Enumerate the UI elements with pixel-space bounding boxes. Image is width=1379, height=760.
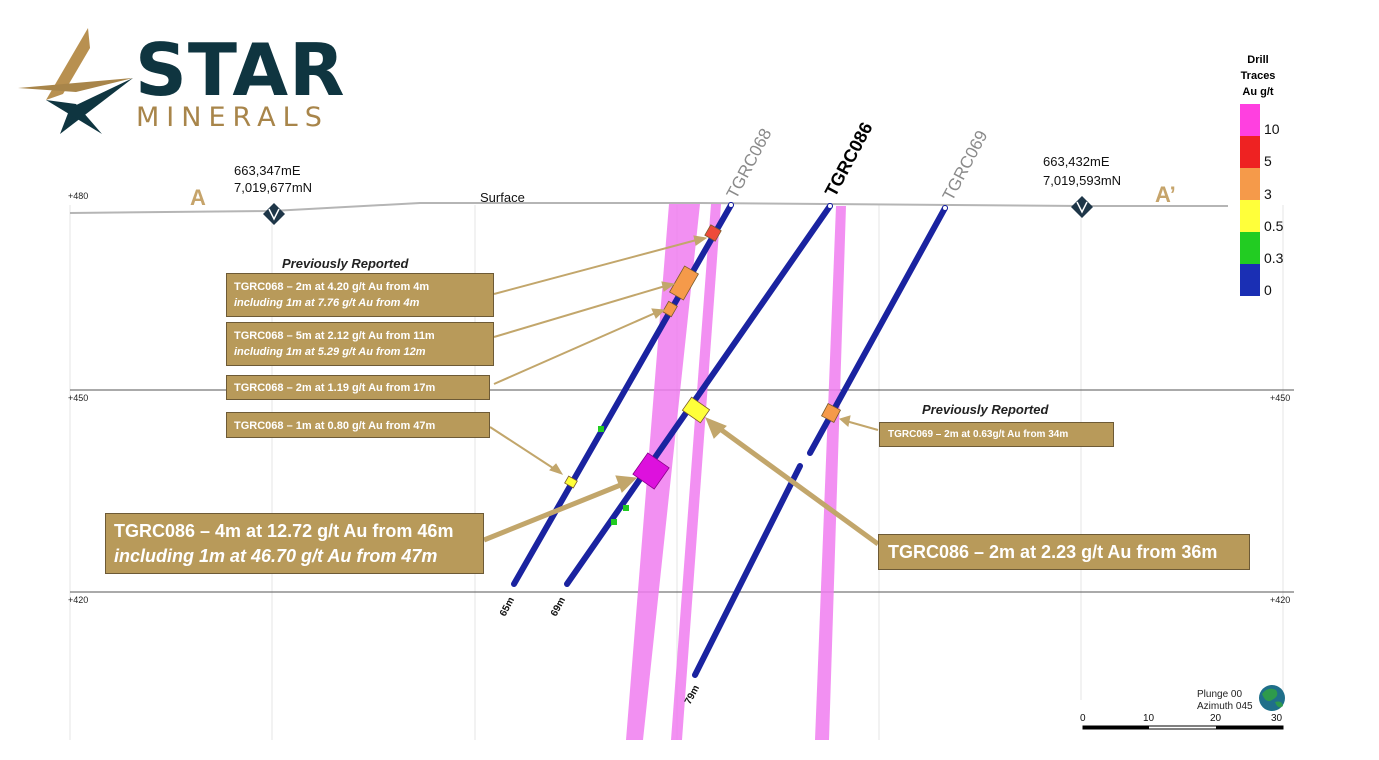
section-start-northing: 7,019,677mN <box>234 180 312 195</box>
intercept-069-text: TGRC069 – 2m at 0.63g/t Au from 34m <box>888 429 1069 440</box>
intercept-box-068-d: TGRC068 – 1m at 0.80 g/t Au from 47m <box>226 412 490 438</box>
legend-swatch-3 <box>1240 168 1260 200</box>
scale-tick-10: 10 <box>1143 713 1155 724</box>
intercept-068-b-line2: including 1m at 5.29 g/t Au from 12m <box>234 346 426 358</box>
section-start-easting: 663,347mE <box>234 163 301 178</box>
previously-reported-left: Previously Reported <box>282 256 409 271</box>
surface-label: Surface <box>480 190 525 205</box>
globe-icon <box>1259 685 1285 711</box>
hole-label-tgrc086: TGRC086 <box>821 119 877 200</box>
interval-068-b <box>669 265 699 301</box>
drill-trace-tgrc086 <box>564 203 833 587</box>
mineralised-zone-east <box>815 206 846 740</box>
depth-label-tgrc086: 69m <box>549 595 568 618</box>
legend-title-line2: Traces <box>1240 70 1276 82</box>
section-end-northing: 7,019,593mN <box>1043 173 1121 188</box>
collar-tgrc068 <box>728 202 734 208</box>
legend-label-0-5: 0.5 <box>1264 218 1284 234</box>
scale-tick-30: 30 <box>1271 713 1283 724</box>
intercept-box-086-main: TGRC086 – 4m at 12.72 g/t Au from 46m in… <box>105 513 484 574</box>
intercept-box-068-b: TGRC068 – 5m at 2.12 g/t Au from 11m inc… <box>226 322 494 366</box>
legend-swatch-10 <box>1240 104 1260 136</box>
elevation-label-bottom-left: +420 <box>68 595 88 605</box>
elevation-label-mid-left: +450 <box>68 393 88 403</box>
plunge-label: Plunge 00 <box>1197 689 1242 700</box>
intercept-068-b-line1: TGRC068 – 5m at 2.12 g/t Au from 11m <box>234 330 435 342</box>
depth-label-tgrc068: 65m <box>498 595 517 618</box>
intercept-box-086-second: TGRC086 – 2m at 2.23 g/t Au from 36m <box>878 534 1250 570</box>
interval-086-green-a <box>623 505 629 511</box>
azimuth-label: Azimuth 045 <box>1197 701 1253 712</box>
logo-wordmark-minerals: MINERALS <box>136 102 329 133</box>
interval-069 <box>820 402 842 424</box>
intercept-068-a-line1: TGRC068 – 2m at 4.20 g/t Au from 4m <box>234 281 430 293</box>
callout-arrows <box>483 235 880 547</box>
section-end-label: A’ <box>1155 182 1176 207</box>
intercept-086-main-line2: including 1m at 46.70 g/t Au from 47m <box>114 546 438 566</box>
elevation-label-bottom-right: +420 <box>1270 595 1290 605</box>
star-minerals-logo-icon <box>18 28 133 134</box>
section-start-label: A <box>190 185 206 210</box>
legend-swatch-0-5 <box>1240 200 1260 232</box>
legend-label-5: 5 <box>1264 153 1272 169</box>
intercept-box-068-c: TGRC068 – 2m at 1.19 g/t Au from 17m <box>226 375 490 400</box>
interval-068-a <box>704 224 722 242</box>
interval-086-green-b <box>611 519 617 525</box>
scale-bar <box>1082 725 1284 730</box>
drill-trace-tgrc069-lower <box>692 463 803 678</box>
legend-title-line3: Au g/t <box>1242 86 1274 98</box>
interval-086-main <box>632 452 670 490</box>
intercept-box-069: TGRC069 – 2m at 0.63g/t Au from 34m <box>879 422 1114 447</box>
interval-086-second <box>681 396 711 424</box>
collar-tgrc086 <box>827 203 833 209</box>
legend-title: Drill Traces Au g/t <box>1228 52 1288 100</box>
section-marker-start-icon <box>263 203 285 225</box>
interval-068-c <box>662 300 678 318</box>
intercept-086-second-text: TGRC086 – 2m at 2.23 g/t Au from 36m <box>888 542 1218 562</box>
previously-reported-right: Previously Reported <box>922 402 1049 417</box>
intercept-box-068-a: TGRC068 – 2m at 4.20 g/t Au from 4m incl… <box>226 273 494 317</box>
intercept-086-main-line1: TGRC086 – 4m at 12.72 g/t Au from 46m <box>114 521 454 541</box>
legend-label-3: 3 <box>1264 186 1272 202</box>
grade-intervals <box>564 224 842 525</box>
legend-label-0: 0 <box>1264 282 1272 298</box>
intercept-068-a-line2: including 1m at 7.76 g/t Au from 4m <box>234 297 420 309</box>
hole-label-tgrc068: TGRC068 <box>723 125 776 201</box>
legend-swatch-0 <box>1240 264 1260 296</box>
scale-tick-0: 0 <box>1080 713 1086 724</box>
elevation-label-top-left: +480 <box>68 191 88 201</box>
drill-trace-tgrc068 <box>511 202 734 587</box>
intercept-068-c-text: TGRC068 – 2m at 1.19 g/t Au from 17m <box>234 382 436 394</box>
legend-swatch-0-3 <box>1240 232 1260 264</box>
elevation-label-mid-right: +450 <box>1270 393 1290 403</box>
interval-068-green <box>598 426 604 432</box>
legend-title-line1: Drill <box>1247 54 1269 66</box>
legend-swatch-5 <box>1240 136 1260 168</box>
mineralised-zone-thin <box>671 204 721 740</box>
legend-label-10: 10 <box>1264 121 1280 137</box>
legend-label-0-3: 0.3 <box>1264 250 1284 266</box>
interval-068-d <box>564 475 578 489</box>
scale-tick-20: 20 <box>1210 713 1222 724</box>
section-marker-end-icon <box>1071 196 1093 218</box>
section-end-easting: 663,432mE <box>1043 154 1110 169</box>
intercept-068-d-text: TGRC068 – 1m at 0.80 g/t Au from 47m <box>234 420 436 432</box>
surface-line <box>69 202 1228 214</box>
legend-colorbar <box>1240 104 1260 296</box>
logo-wordmark-star: STAR <box>135 28 346 112</box>
collar-tgrc069 <box>942 205 948 211</box>
hole-label-tgrc069: TGRC069 <box>939 127 992 203</box>
